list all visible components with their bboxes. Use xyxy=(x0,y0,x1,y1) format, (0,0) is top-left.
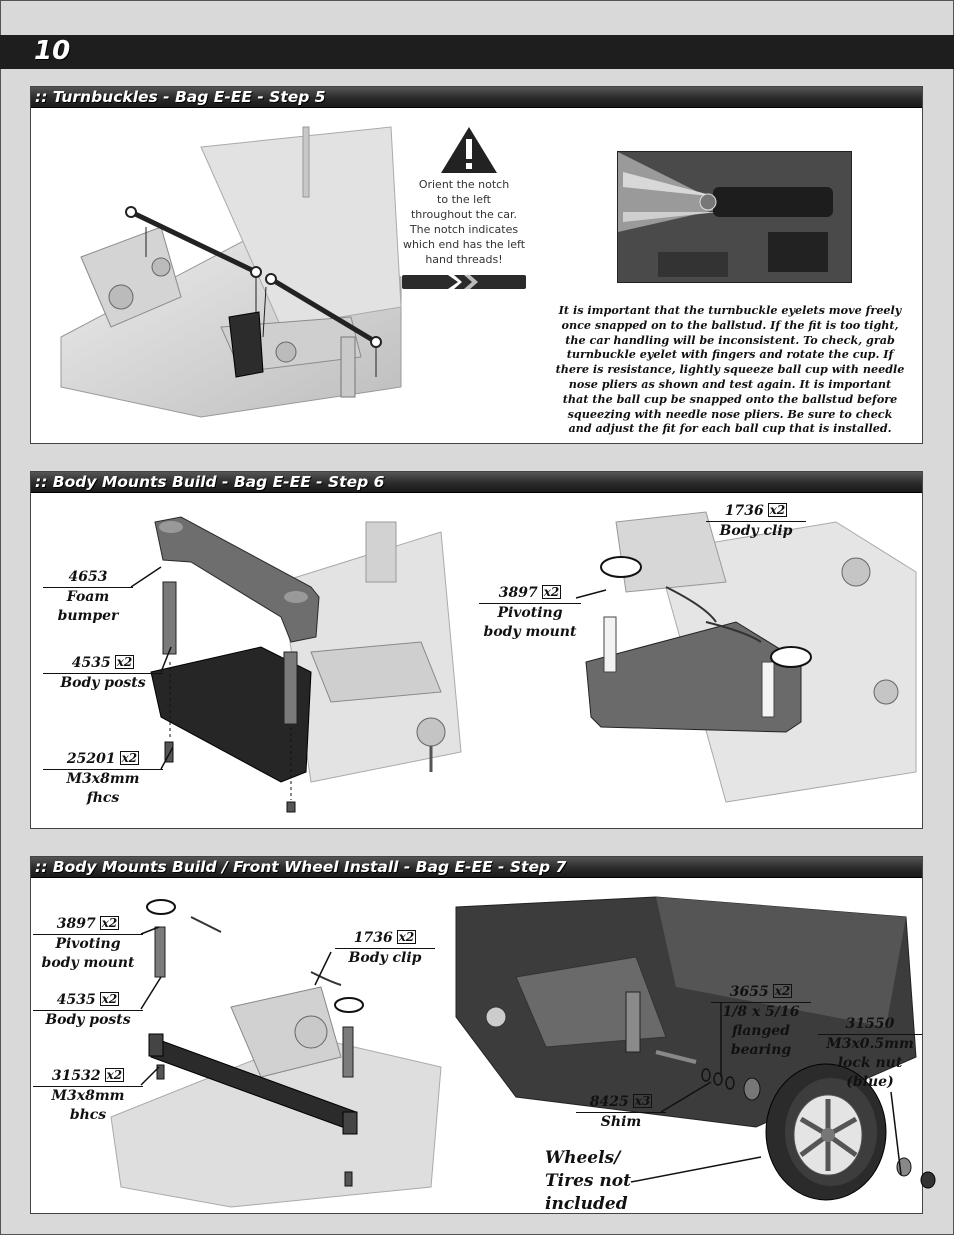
qty-badge: x2 xyxy=(114,655,135,669)
qty-badge: x2 xyxy=(104,1068,125,1082)
step-6-title: :: Body Mounts Build - Bag E-EE - Step 6 xyxy=(35,473,385,491)
step-7-right-illustration xyxy=(455,896,936,1201)
step-7-left-illustration xyxy=(110,899,442,1208)
qty-badge: x2 xyxy=(772,984,793,998)
qty-badge: x3 xyxy=(632,1094,653,1108)
qty-badge: x2 xyxy=(396,930,417,944)
callout-4653: 4653 Foam bumper xyxy=(43,568,133,626)
callout-31550: 31550 M3x0.5mm lock nut (blue) xyxy=(818,1015,922,1092)
wheels-not-included-note: Wheels/ Tires not included xyxy=(545,1148,631,1214)
qty-badge: x2 xyxy=(99,992,120,1006)
qty-badge: x2 xyxy=(99,916,120,930)
step-5-chassis-illustration xyxy=(60,126,402,418)
step-6-title-bar: :: Body Mounts Build - Bag E-EE - Step 6 xyxy=(31,472,922,493)
turnbuckle-notch-icon xyxy=(402,275,526,289)
header-bar xyxy=(0,35,954,69)
step-5-section: :: Turnbuckles - Bag E-EE - Step 5 xyxy=(30,86,923,444)
step-6-section: :: Body Mounts Build - Bag E-EE - Step 6… xyxy=(30,471,923,829)
qty-badge: x2 xyxy=(767,503,788,517)
step-6-left-illustration xyxy=(150,516,462,813)
qty-badge: x2 xyxy=(541,585,562,599)
step-7-leader-lines xyxy=(140,926,902,1183)
step-7-section: :: Body Mounts Build / Front Wheel Insta… xyxy=(30,856,936,1214)
pliers-photo xyxy=(617,151,852,283)
ballcup-fit-paragraph: It is important that the turnbuckle eyel… xyxy=(555,303,905,436)
step-7-title-bar: :: Body Mounts Build / Front Wheel Insta… xyxy=(31,857,922,878)
step-6-right-illustration xyxy=(585,511,917,803)
qty-badge: x2 xyxy=(119,751,140,765)
step-5-title-bar: :: Turnbuckles - Bag E-EE - Step 5 xyxy=(31,87,922,108)
step-5-title: :: Turnbuckles - Bag E-EE - Step 5 xyxy=(35,88,326,106)
warning-note: Orient the notch to the left throughout … xyxy=(402,178,526,266)
step-7-title: :: Body Mounts Build / Front Wheel Insta… xyxy=(35,858,567,876)
part-number: 4653 xyxy=(68,569,108,585)
page-number: 10 xyxy=(34,36,71,66)
warning-icon xyxy=(441,127,497,173)
